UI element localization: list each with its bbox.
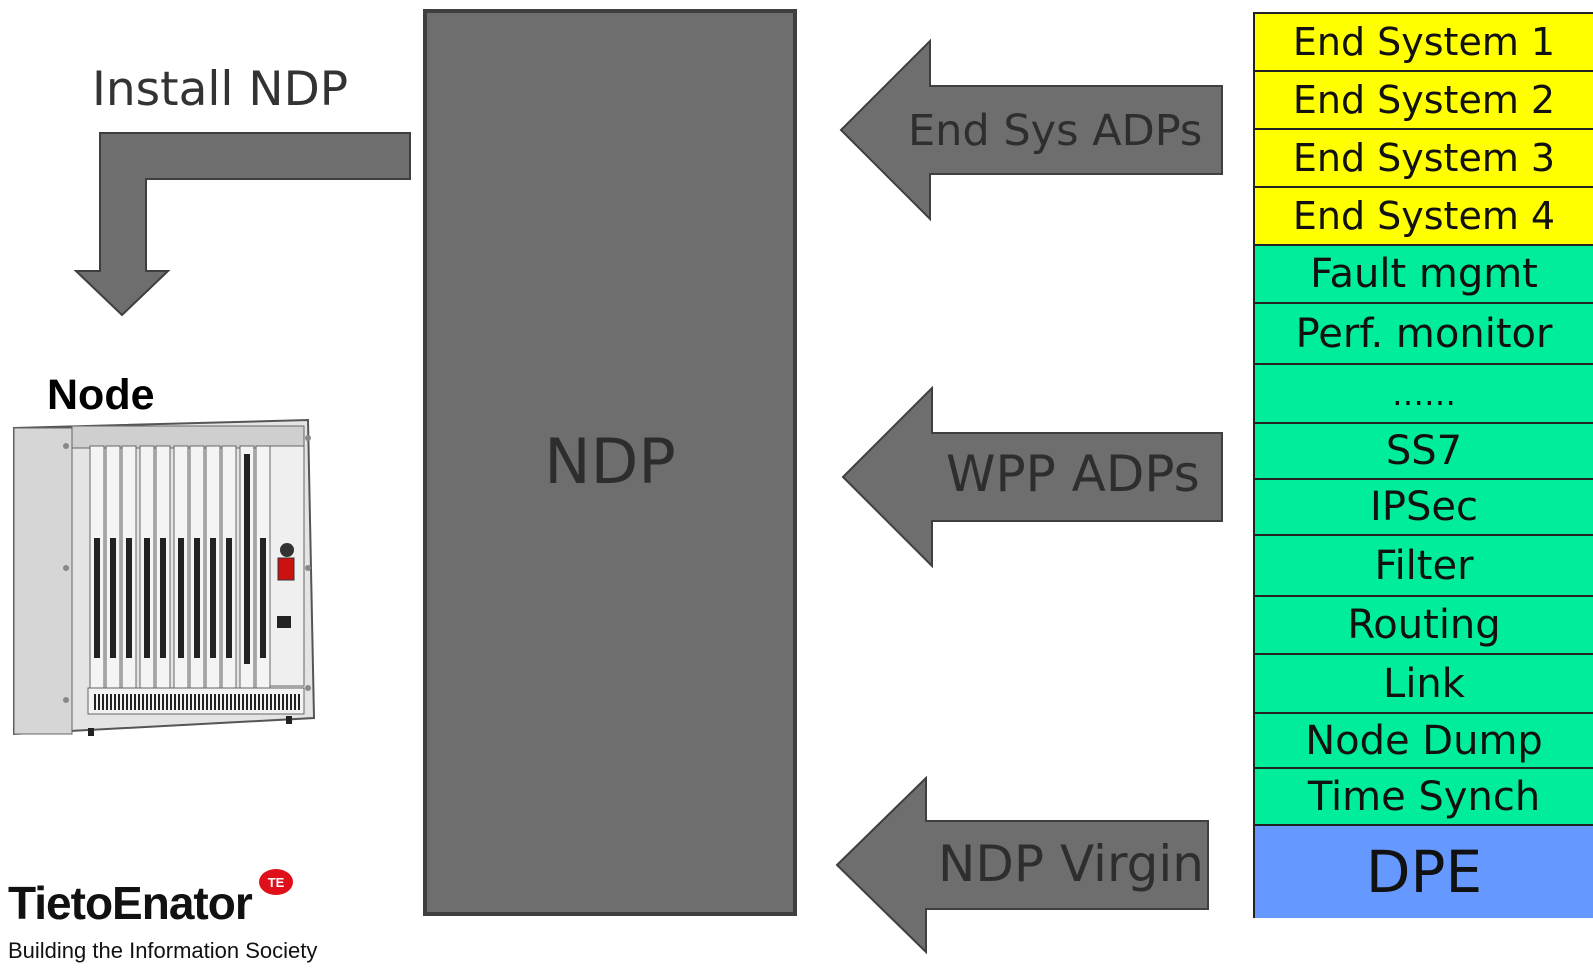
stack-layer: End System 1 [1255, 12, 1593, 70]
ndp-virgin-label: NDP Virgin [938, 835, 1204, 893]
stack-layer: End System 3 [1255, 128, 1593, 186]
stack-layer: End System 4 [1255, 186, 1593, 244]
stack-layer: DPE [1255, 824, 1593, 918]
stack-layer: Routing [1255, 595, 1593, 653]
svg-text:TE: TE [268, 875, 285, 890]
stack-layer: Node Dump [1255, 712, 1593, 767]
wpp-adps-label: WPP ADPs [946, 445, 1200, 503]
stack-layer: Link [1255, 653, 1593, 712]
end-sys-adps-arrow [839, 38, 1223, 222]
tietoenator-logo-text: TietoEnator [8, 877, 253, 929]
wpp-adps-arrow [841, 385, 1223, 569]
stack-layer: Filter [1255, 534, 1593, 595]
node-label: Node [47, 371, 155, 419]
ndp-block [423, 9, 797, 916]
stack-layer: SS7 [1255, 422, 1593, 478]
brand-tagline: Building the Information Society [8, 938, 318, 963]
install-ndp-label: Install NDP [92, 62, 349, 117]
stack-layer: IPSec [1255, 478, 1593, 534]
end-sys-adps-label: End Sys ADPs [908, 106, 1203, 156]
ndp-label: NDP [544, 425, 676, 498]
stack-layer: Fault mgmt [1255, 244, 1593, 302]
stack-layer: End System 2 [1255, 70, 1593, 128]
install-arrow [73, 132, 411, 317]
stack-layer: Perf. monitor [1255, 302, 1593, 363]
te-badge-icon: TE [259, 869, 293, 895]
node-rack-icon [13, 418, 316, 736]
stack-layer: …… [1255, 363, 1593, 422]
stack-layer: Time Synch [1255, 767, 1593, 824]
ndp-virgin-arrow [835, 775, 1209, 955]
